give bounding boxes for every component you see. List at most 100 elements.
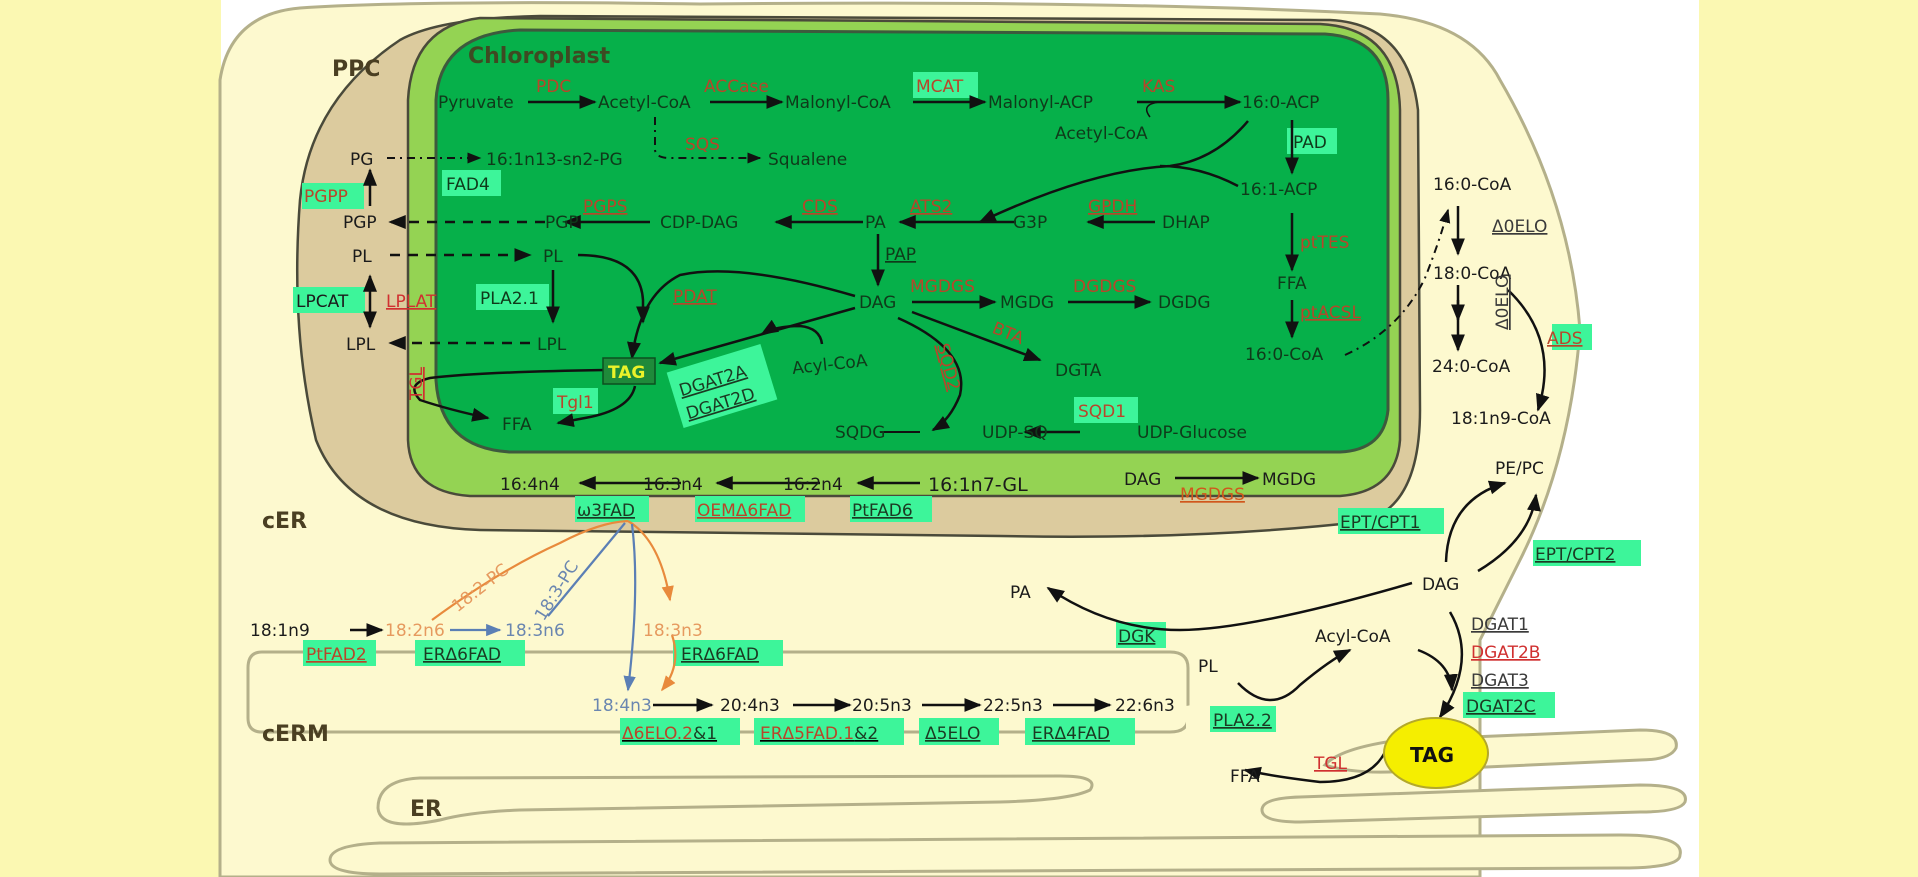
enzyme-tgl-ppc: TGL: [407, 366, 427, 401]
metabolite-pg: PG: [350, 150, 373, 170]
tag-box-chloroplast[interactable]: [602, 357, 656, 385]
metabolite-24-0-coa: 24:0-CoA: [1432, 357, 1511, 377]
oemd6fad-highlight: [695, 496, 805, 522]
metabolite-18-2n6: 18:2n6: [385, 621, 445, 641]
metabolite-22-6n3: 22:6n3: [1115, 696, 1175, 716]
enzyme-erd6fad-2: ERΔ6FAD: [681, 645, 759, 665]
metabolite-16-0-acp: 16:0-ACP: [1242, 93, 1319, 113]
enzyme-erd4fad: ERΔ4FAD: [1032, 724, 1110, 744]
metabolite-pl-chloroplast: PL: [543, 247, 563, 267]
enzyme-pttes: ptTES: [1300, 233, 1349, 253]
enzyme-tgl-cyto: TGL: [1313, 754, 1348, 774]
pla2-2-highlight: [1210, 706, 1276, 732]
erd4fad-highlight: [1025, 718, 1135, 745]
metabolite-16-1-acp: 16:1-ACP: [1240, 180, 1317, 200]
enzyme-dgat1: DGAT1: [1471, 615, 1529, 635]
d6elo-highlight: [620, 718, 740, 745]
metabolite-18-1n9: 18:1n9: [250, 621, 310, 641]
transport-arrows: [388, 215, 545, 350]
metabolite-18-4n3: 18:4n3: [592, 696, 652, 716]
cerm-membrane: [246, 650, 1190, 734]
metabolite-pgp-ppc: PGP: [343, 213, 377, 233]
dgat2a-2d-highlight: [666, 343, 778, 429]
er-tube-lower: [328, 833, 1682, 876]
left-margin-band: [0, 0, 221, 877]
lpcat-highlight: [293, 287, 365, 313]
metabolite-16-0-coa-cyto: 16:0-CoA: [1433, 175, 1512, 195]
pathway-arrows: [350, 95, 1550, 784]
metabolite-tag-droplet: TAG: [1410, 743, 1454, 767]
enzyme-cds: CDS: [802, 197, 838, 217]
metabolite-18-3n3: 18:3n3: [643, 621, 703, 641]
metabolite-dag: DAG: [859, 293, 896, 313]
metabolite-ffa-cyto: FFA: [1230, 767, 1260, 787]
ept-cpt2-highlight: [1533, 540, 1641, 566]
metabolite-g3p: G3P: [1013, 213, 1047, 233]
enzyme-d5elo: Δ5ELO: [925, 724, 980, 744]
enzyme-dgat3: DGAT3: [1471, 671, 1529, 691]
enzyme-lplat: LPLAT: [386, 292, 437, 312]
enzyme-fad4: FAD4: [446, 175, 490, 195]
fad4-highlight: [442, 170, 501, 196]
sqd1-highlight: [1074, 397, 1138, 423]
er-tube-right: [1260, 783, 1687, 824]
metabolite-squalene: Squalene: [768, 150, 847, 170]
enzyme-pla2-2: PLA2.2: [1213, 711, 1272, 731]
enzyme-dgk: DGK: [1118, 627, 1156, 647]
enzyme-accase: ACCase: [704, 77, 769, 97]
cerm-label: cERM: [262, 722, 329, 747]
metabolite-lpl-ppc: LPL: [346, 335, 376, 355]
metabolite-cdp-dag: CDP-DAG: [660, 213, 738, 233]
enzyme-w3fad: ω3FAD: [577, 501, 635, 521]
ppc-label: PPC: [332, 57, 380, 82]
enzyme-ptacsl: ptACSL: [1300, 303, 1361, 323]
metabolite-18-3n6: 18:3n6: [505, 621, 565, 641]
enzyme-dgat2c: DGAT2C: [1466, 697, 1536, 717]
enzyme-sqs: SQS: [685, 135, 720, 155]
metabolite-udp-sq: UDP-SQ: [982, 423, 1048, 443]
mcat-highlight: [913, 72, 978, 98]
dash-dot-arrows: [387, 117, 1451, 356]
metabolite-ffa: FFA: [1277, 274, 1307, 294]
metabolite-16-3n4: 16:3n4: [643, 475, 703, 495]
pufa-arrows: [431, 519, 677, 692]
enzyme-lpcat: LPCAT: [296, 292, 349, 312]
enzyme-d0elo-1: Δ0ELO: [1492, 217, 1547, 237]
metabolite-16-1n7-gl: 16:1n7-GL: [928, 474, 1028, 496]
enzyme-kas: KAS: [1142, 77, 1175, 97]
enzyme-pap: PAP: [885, 245, 916, 265]
enzyme-ads: ADS: [1547, 329, 1583, 349]
right-margin-band: [1699, 0, 1918, 877]
enzyme-d6elo: Δ6ELO.2&1: [622, 724, 717, 744]
d5elo-highlight: [919, 718, 999, 745]
enzyme-pad: PAD: [1293, 133, 1327, 153]
enzyme-mgdgs-envelope: MGDGS: [1180, 485, 1245, 505]
metabolite-malonyl-coa: Malonyl-CoA: [785, 93, 891, 113]
enzyme-ptfad2: PtFAD2: [306, 645, 367, 665]
metabolite-udp-glucose: UDP-Glucose: [1137, 423, 1247, 443]
enzyme-d6elo-1: &1: [693, 724, 717, 744]
enzyme-ptfad6: PtFAD6: [852, 501, 913, 521]
dgat2c-highlight: [1463, 692, 1555, 718]
metabolite-dgdg: DGDG: [1158, 293, 1211, 313]
metabolite-16-2n4: 16:2n4: [783, 475, 843, 495]
lipid-droplet[interactable]: [1383, 717, 1489, 789]
ads-highlight: [1552, 324, 1592, 350]
enzyme-tgl1: Tgl1: [556, 393, 594, 413]
metabolite-malonyl-acp: Malonyl-ACP: [988, 93, 1093, 113]
er-tube-upper: [376, 774, 1094, 826]
enzyme-erd5fad-1: ERΔ5FAD.1: [760, 724, 854, 744]
metabolite-20-4n3: 20:4n3: [720, 696, 780, 716]
enzyme-dgdgs: DGDGS: [1073, 277, 1136, 297]
metabolite-mgdg-envelope: MGDG: [1262, 470, 1316, 490]
erd5fad-highlight: [754, 718, 904, 745]
enzyme-mcat: MCAT: [916, 77, 964, 97]
cer-label: cER: [262, 509, 307, 534]
enzyme-erd5fad-2: &2: [854, 724, 878, 744]
er-label: ER: [410, 797, 442, 822]
chloroplast-label: Chloroplast: [468, 44, 611, 69]
enzyme-oemd6fad: OEMΔ6FAD: [697, 501, 791, 521]
metabolite-pgp-chloroplast: PGP: [545, 213, 579, 233]
metabolite-dgta: DGTA: [1055, 361, 1102, 381]
metabolite-20-5n3: 20:5n3: [852, 696, 912, 716]
